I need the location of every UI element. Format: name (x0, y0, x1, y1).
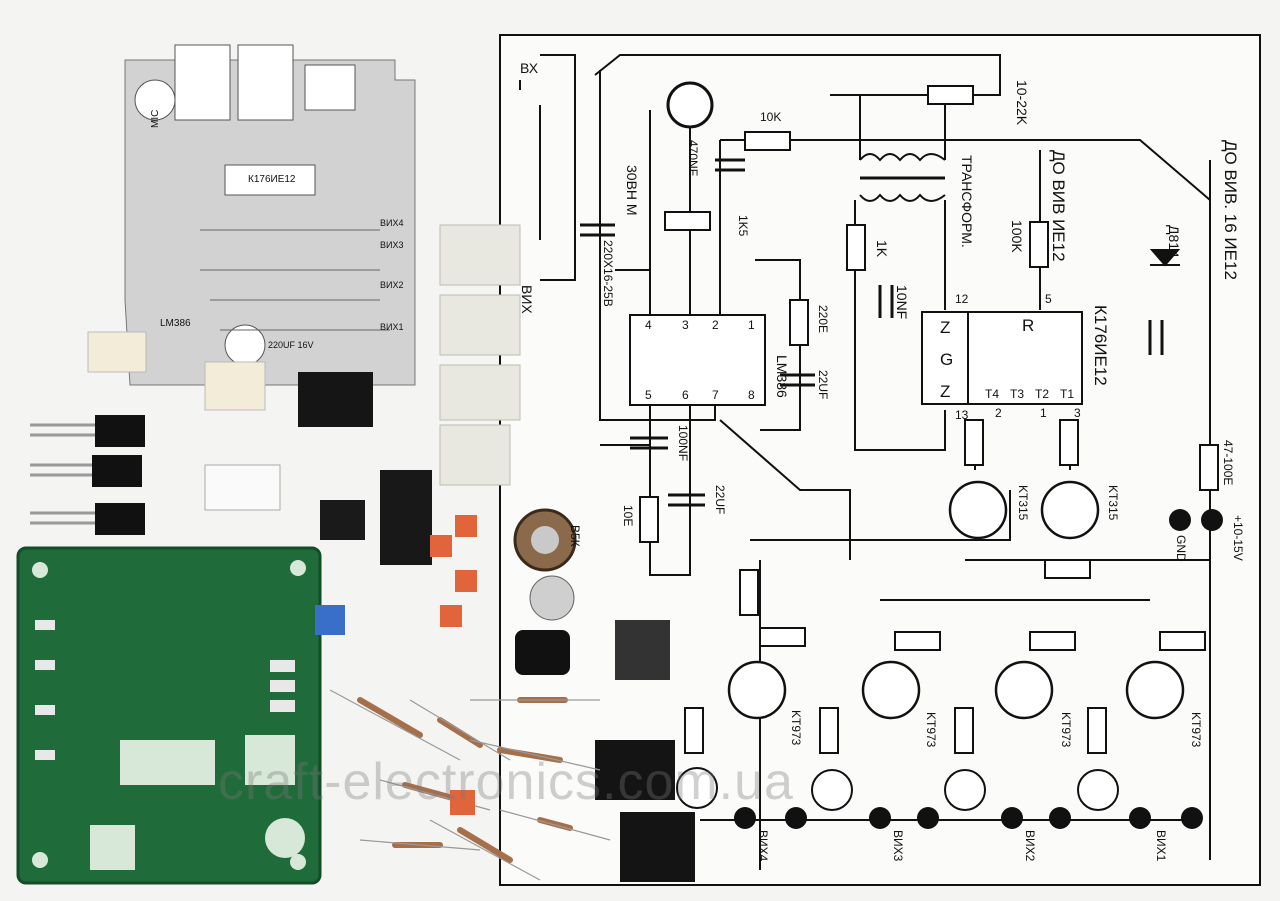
pcb-ic-label: К176ИЕ12 (248, 174, 296, 185)
label-zener: Д814 (1166, 225, 1182, 258)
label-kt973-b: KT973 (924, 712, 938, 748)
label-gnd: GND (1174, 535, 1188, 562)
pin-1: 1 (748, 318, 755, 332)
label-supply: +10-15V (1231, 515, 1245, 561)
label-r-100k: 100K (1009, 220, 1025, 253)
label-kt973-c: KT973 (1059, 712, 1073, 748)
label-kt973-d: KT973 (1189, 712, 1203, 748)
pcb-vykh4: ВИХ4 (380, 218, 404, 228)
counter-pin-1: 1 (1040, 406, 1047, 420)
watermark: craft-electronics.com.ua (218, 753, 794, 811)
label-kt315-a: KT315 (1016, 485, 1030, 521)
label-c-22uf-b: 22UF (713, 485, 727, 515)
label-r-10k: 10K (760, 110, 782, 124)
counter-Z: Z (940, 318, 951, 337)
counter-pin-3: 3 (1074, 406, 1081, 420)
label-c-470nf: 470NF (686, 140, 700, 177)
pin-7: 7 (712, 388, 719, 402)
counter-Z-bar: Z (940, 382, 951, 401)
label-top-right: ДО ВИВ. 16 ИЕ12 (1221, 140, 1240, 280)
counter-T1: T1 (1060, 387, 1075, 401)
pin-2: 2 (712, 318, 719, 332)
pin-6: 6 (682, 388, 689, 402)
counter-pin-13: 13 (955, 408, 969, 422)
counter-T2: T2 (1035, 387, 1050, 401)
pcb-cap-label: 220UF 16V (268, 340, 314, 350)
label-input: ВХ (520, 60, 539, 76)
label-cap-main: 220Х16-25В (601, 240, 615, 307)
counter-pin-2: 2 (995, 406, 1002, 420)
pin-4: 4 (645, 318, 652, 332)
counter-T3: T3 (1010, 387, 1025, 401)
pin-8: 8 (748, 388, 755, 402)
label-output: ВИХ (519, 285, 535, 314)
label-r-220e: 220E (816, 305, 830, 334)
pin-3: 3 (682, 318, 689, 332)
pin-5: 5 (645, 388, 652, 402)
pcb-amp-label: LM386 (160, 318, 191, 329)
label-c-100nf: 100NF (676, 425, 690, 462)
label-pot-bottom: В5К (568, 525, 582, 547)
label-out-2: ВИХ2 (1023, 830, 1037, 862)
label-r-10e: 10E (621, 505, 635, 527)
label-out-3: ВИХ3 (891, 830, 905, 862)
counter-pin-12: 12 (955, 292, 969, 306)
label-c-10nf: 10NF (894, 285, 910, 320)
label-kt315-b: KT315 (1106, 485, 1120, 521)
pcb-vykh1: ВИХ1 (380, 322, 404, 332)
label-transformer: ТРАНСФОРМ. (959, 155, 975, 248)
label-out-1: ВИХ1 (1154, 830, 1168, 862)
label-r-1k: 1K (874, 240, 890, 258)
pcb-vykh3: ВИХ3 (380, 240, 404, 250)
label-kt973-a: KT973 (789, 710, 803, 746)
label-ic-counter: К176ИЕ12 (1091, 305, 1110, 386)
pcb-mic-label: MIC (150, 109, 161, 128)
counter-R: R (1022, 316, 1035, 335)
label-c-22uf: 22UF (816, 370, 830, 400)
counter-T4: T4 (985, 387, 1000, 401)
label-out-4: ВИХ4 (756, 830, 770, 862)
label-pot-top: 10-22K (1014, 80, 1030, 126)
counter-pin-5: 5 (1045, 292, 1052, 306)
label-r-1k5: 1K5 (736, 215, 750, 237)
counter-G: G (940, 350, 954, 369)
pcb-vykh2: ВИХ2 (380, 280, 404, 290)
label-mid: ДО ВИВ ИЕ12 (1049, 150, 1068, 262)
label-motor: 30ВН М (624, 165, 640, 216)
label-ic-amp: LM386 (774, 355, 790, 398)
label-r-47: 47-100E (1221, 440, 1235, 486)
